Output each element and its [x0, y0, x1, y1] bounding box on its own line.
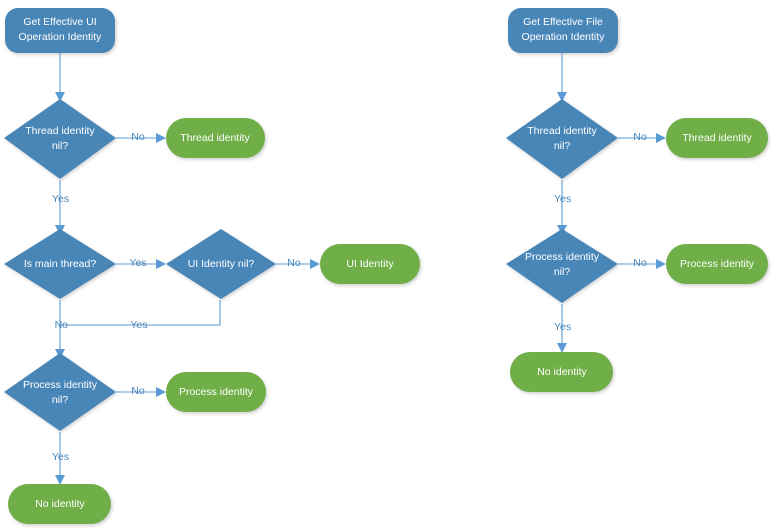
left-decision-thread-shape — [4, 99, 116, 179]
left-decision-process-identity[interactable]: Process identity nil? — [4, 353, 116, 431]
left-edge-label-mainthread-no: No — [55, 319, 69, 331]
right-decision-thread-shape — [506, 99, 618, 179]
left-edge-label-uiidentity-yes: Yes — [130, 319, 147, 331]
left-decision-ui-identity[interactable]: UI Identity nil? — [166, 229, 276, 299]
left-decision-thread-identity[interactable]: Thread identity nil? — [4, 99, 116, 179]
left-edge-label-uiidentity-no: No — [287, 257, 301, 269]
arrowhead-start-to-thread — [55, 92, 65, 102]
left-result-none-shape — [8, 484, 111, 524]
connector-uiidentity-yes-merge — [60, 300, 221, 326]
left-result-process-identity[interactable]: Process identity — [166, 372, 266, 412]
left-edge-label-thread-no: No — [131, 131, 145, 143]
right-connectors — [557, 53, 666, 353]
left-result-process-shape — [166, 372, 266, 412]
arrowhead-process-no — [156, 387, 166, 397]
right-result-thread-identity[interactable]: Thread identity — [666, 118, 768, 158]
arrowhead-process-yes — [55, 475, 65, 485]
right-result-process-identity[interactable]: Process identity — [666, 244, 768, 284]
left-decision-process-shape — [4, 353, 116, 431]
arrowhead-uiidentity-no — [310, 259, 320, 269]
arrowhead-thread-no — [156, 133, 166, 143]
right-start-shape — [508, 8, 618, 53]
right-edge-label-process-no: No — [633, 257, 647, 269]
right-result-none-shape — [510, 352, 613, 392]
left-result-no-identity[interactable]: No identity — [8, 484, 111, 524]
left-start-shape — [5, 8, 115, 53]
left-result-thread-identity[interactable]: Thread identity — [166, 118, 265, 158]
arrowhead-right-process-yes — [557, 343, 567, 353]
right-decision-process-identity[interactable]: Process identity nil? — [506, 229, 618, 303]
arrowhead-mainthread-yes — [156, 259, 166, 269]
left-edge-label-mainthread-yes: Yes — [129, 257, 146, 269]
right-edge-label-thread-no: No — [633, 131, 647, 143]
right-result-no-identity[interactable]: No identity — [510, 352, 613, 392]
right-edge-label-thread-yes: Yes — [554, 193, 571, 205]
left-edge-label-process-yes: Yes — [52, 451, 69, 463]
right-result-process-shape — [666, 244, 768, 284]
left-decision-uiidentity-shape — [166, 229, 276, 299]
arrowhead-right-thread-no — [656, 133, 666, 143]
left-edge-label-process-no: No — [131, 385, 145, 397]
left-start-node[interactable]: Get Effective UI Operation Identity — [5, 8, 115, 53]
right-decision-process-shape — [506, 229, 618, 303]
right-result-thread-shape — [666, 118, 768, 158]
left-result-ui-identity[interactable]: UI Identity — [320, 244, 420, 284]
right-decision-thread-identity[interactable]: Thread identity nil? — [506, 99, 618, 179]
left-edge-label-thread-yes: Yes — [52, 193, 69, 205]
left-result-uiidentity-shape — [320, 244, 420, 284]
right-edge-label-process-yes: Yes — [554, 321, 571, 333]
right-start-node[interactable]: Get Effective File Operation Identity — [508, 8, 618, 53]
left-decision-main-thread[interactable]: Is main thread? — [4, 229, 116, 299]
left-decision-mainthread-shape — [4, 229, 116, 299]
arrowhead-right-start-to-thread — [557, 92, 567, 102]
left-result-thread-shape — [166, 118, 265, 158]
arrowhead-right-process-no — [656, 259, 666, 269]
